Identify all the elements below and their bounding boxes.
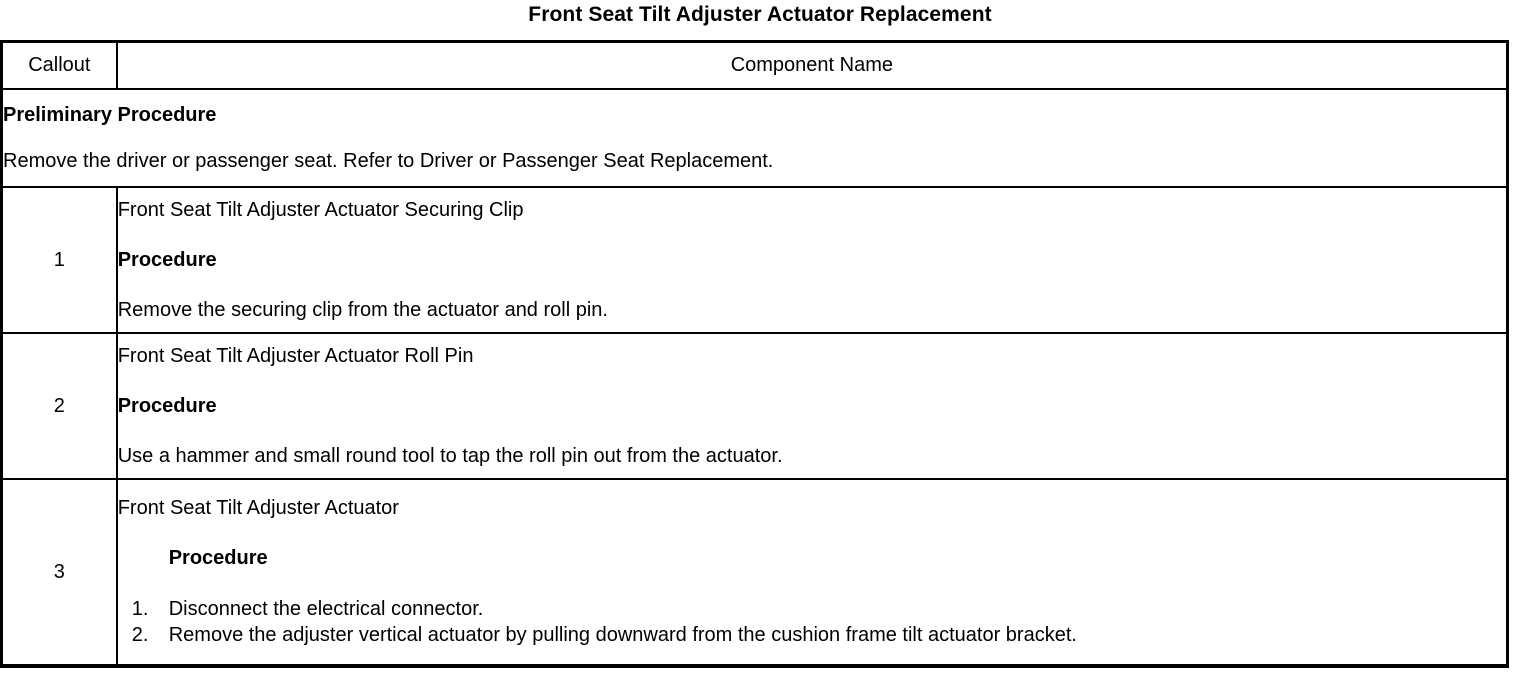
- table-row-preliminary: Preliminary Procedure Remove the driver …: [1, 89, 1508, 188]
- component-name-text: Front Seat Tilt Adjuster Actuator: [117, 497, 399, 519]
- step-number: 2.: [131, 624, 149, 646]
- list-item: 1. Disconnect the electrical connector.: [118, 596, 1506, 622]
- table-row: 1 Front Seat Tilt Adjuster Actuator Secu…: [1, 187, 1508, 334]
- procedure-text: Remove the securing clip from the actuat…: [117, 299, 608, 321]
- step-text: Remove the adjuster vertical actuator by…: [168, 624, 1077, 646]
- page-title: Front Seat Tilt Adjuster Actuator Replac…: [528, 3, 992, 26]
- component-name-text: Front Seat Tilt Adjuster Actuator Roll P…: [117, 345, 474, 367]
- preliminary-procedure-cell: Preliminary Procedure Remove the driver …: [1, 89, 1508, 188]
- procedure-label: Procedure: [168, 547, 268, 569]
- component-name-text: Front Seat Tilt Adjuster Actuator Securi…: [117, 199, 524, 221]
- component-cell: Front Seat Tilt Adjuster Actuator Proced…: [116, 479, 1508, 667]
- column-header-callout: Callout: [1, 41, 118, 90]
- step-text: Disconnect the electrical connector.: [168, 598, 484, 620]
- table-row: 3 Front Seat Tilt Adjuster Actuator Proc…: [1, 479, 1508, 667]
- list-item: 2. Remove the adjuster vertical actuator…: [118, 622, 1506, 648]
- preliminary-procedure-heading: Preliminary Procedure: [3, 104, 217, 126]
- procedure-label: Procedure: [117, 395, 217, 417]
- procedure-table: Callout Component Name Preliminary Proce…: [0, 40, 1509, 668]
- column-header-component-name: Component Name: [116, 41, 1508, 90]
- table-header: Callout Component Name: [1, 41, 1508, 90]
- step-number: 1.: [131, 598, 149, 620]
- callout-number: 1: [1, 187, 118, 334]
- component-cell: Front Seat Tilt Adjuster Actuator Securi…: [116, 187, 1508, 334]
- table-row: 2 Front Seat Tilt Adjuster Actuator Roll…: [1, 333, 1508, 480]
- procedure-label: Procedure: [117, 249, 217, 271]
- table-header-row: Callout Component Name: [1, 41, 1508, 90]
- preliminary-procedure-text: Remove the driver or passenger seat. Ref…: [3, 150, 774, 172]
- procedure-text: Use a hammer and small round tool to tap…: [117, 445, 783, 467]
- component-cell: Front Seat Tilt Adjuster Actuator Roll P…: [116, 333, 1508, 480]
- callout-number: 2: [1, 333, 118, 480]
- procedure-step-list: 1. Disconnect the electrical connector. …: [118, 596, 1506, 648]
- callout-number: 3: [1, 479, 118, 667]
- table-body: Preliminary Procedure Remove the driver …: [1, 89, 1508, 667]
